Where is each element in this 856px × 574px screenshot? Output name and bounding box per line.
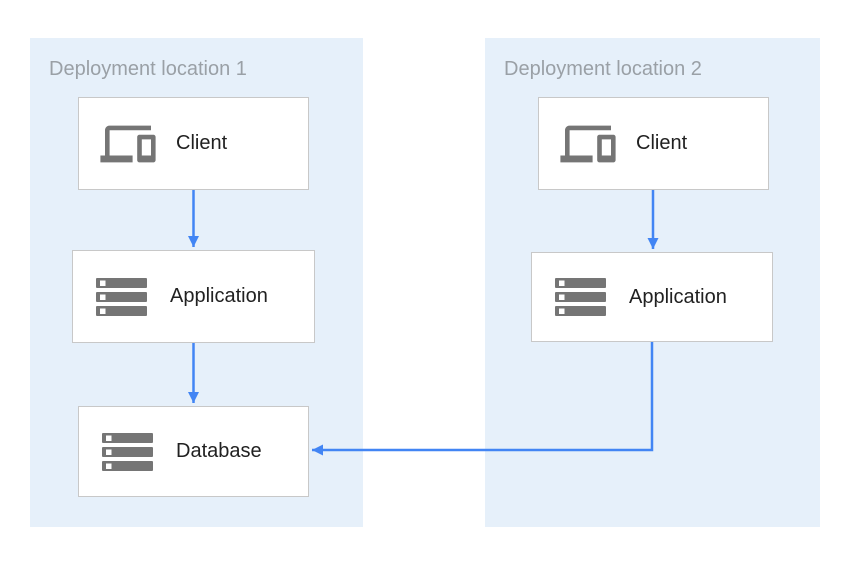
devices-icon <box>559 121 616 167</box>
node-client-2: Client <box>538 97 769 190</box>
server-stack-icon <box>99 432 156 471</box>
server-stack-icon <box>552 278 609 316</box>
devices-icon <box>99 121 156 167</box>
panel-label-2: Deployment location 2 <box>504 58 702 80</box>
node-label: Client <box>176 132 228 154</box>
node-database-1: Database <box>78 406 309 497</box>
node-label: Client <box>636 132 688 154</box>
node-label: Application <box>629 285 727 308</box>
node-label: Database <box>176 440 262 462</box>
panel-label-1: Deployment location 1 <box>49 58 247 80</box>
node-label: Application <box>170 285 268 307</box>
node-application-2: Application <box>531 252 773 342</box>
node-application-1: Application <box>72 250 315 343</box>
node-client-1: Client <box>78 97 309 190</box>
server-stack-icon <box>93 277 150 316</box>
